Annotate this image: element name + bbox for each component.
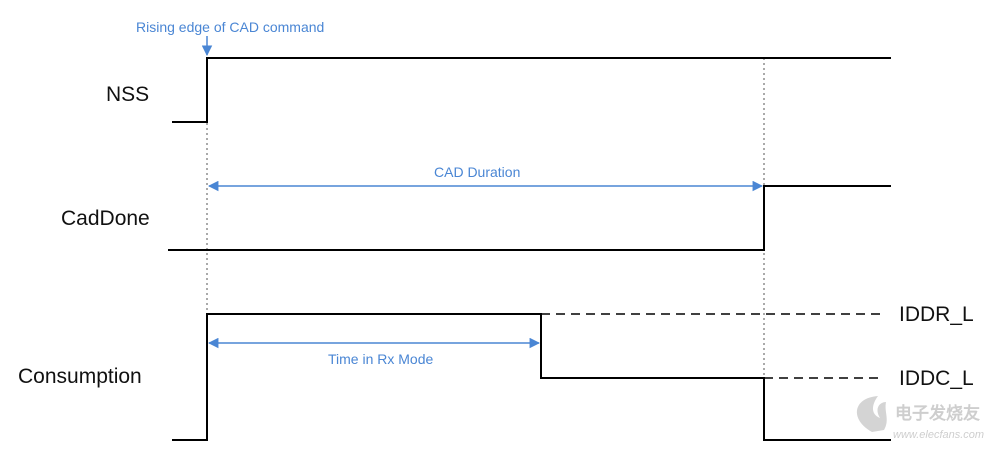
- consumption-label: Consumption: [18, 365, 142, 388]
- caddone-label: CadDone: [61, 207, 150, 230]
- cad-duration-annotation: CAD Duration: [434, 164, 520, 180]
- rising-edge-annotation: Rising edge of CAD command: [136, 19, 324, 35]
- caddone-waveform: [168, 185, 891, 251]
- watermark-url: www.elecfans.com: [893, 429, 984, 441]
- watermark-text: 电子发烧友: [895, 403, 980, 423]
- watermark-flame-icon: [856, 396, 887, 432]
- nss-waveform: [172, 57, 891, 123]
- consumption-waveform: [172, 313, 891, 441]
- iddc-label: IDDC_L: [899, 367, 974, 390]
- nss-label: NSS: [106, 83, 149, 106]
- rx-time-annotation: Time in Rx Mode: [328, 351, 434, 367]
- watermark-logo: 电子发烧友 www.elecfans.com: [856, 396, 984, 441]
- iddr-label: IDDR_L: [899, 303, 974, 326]
